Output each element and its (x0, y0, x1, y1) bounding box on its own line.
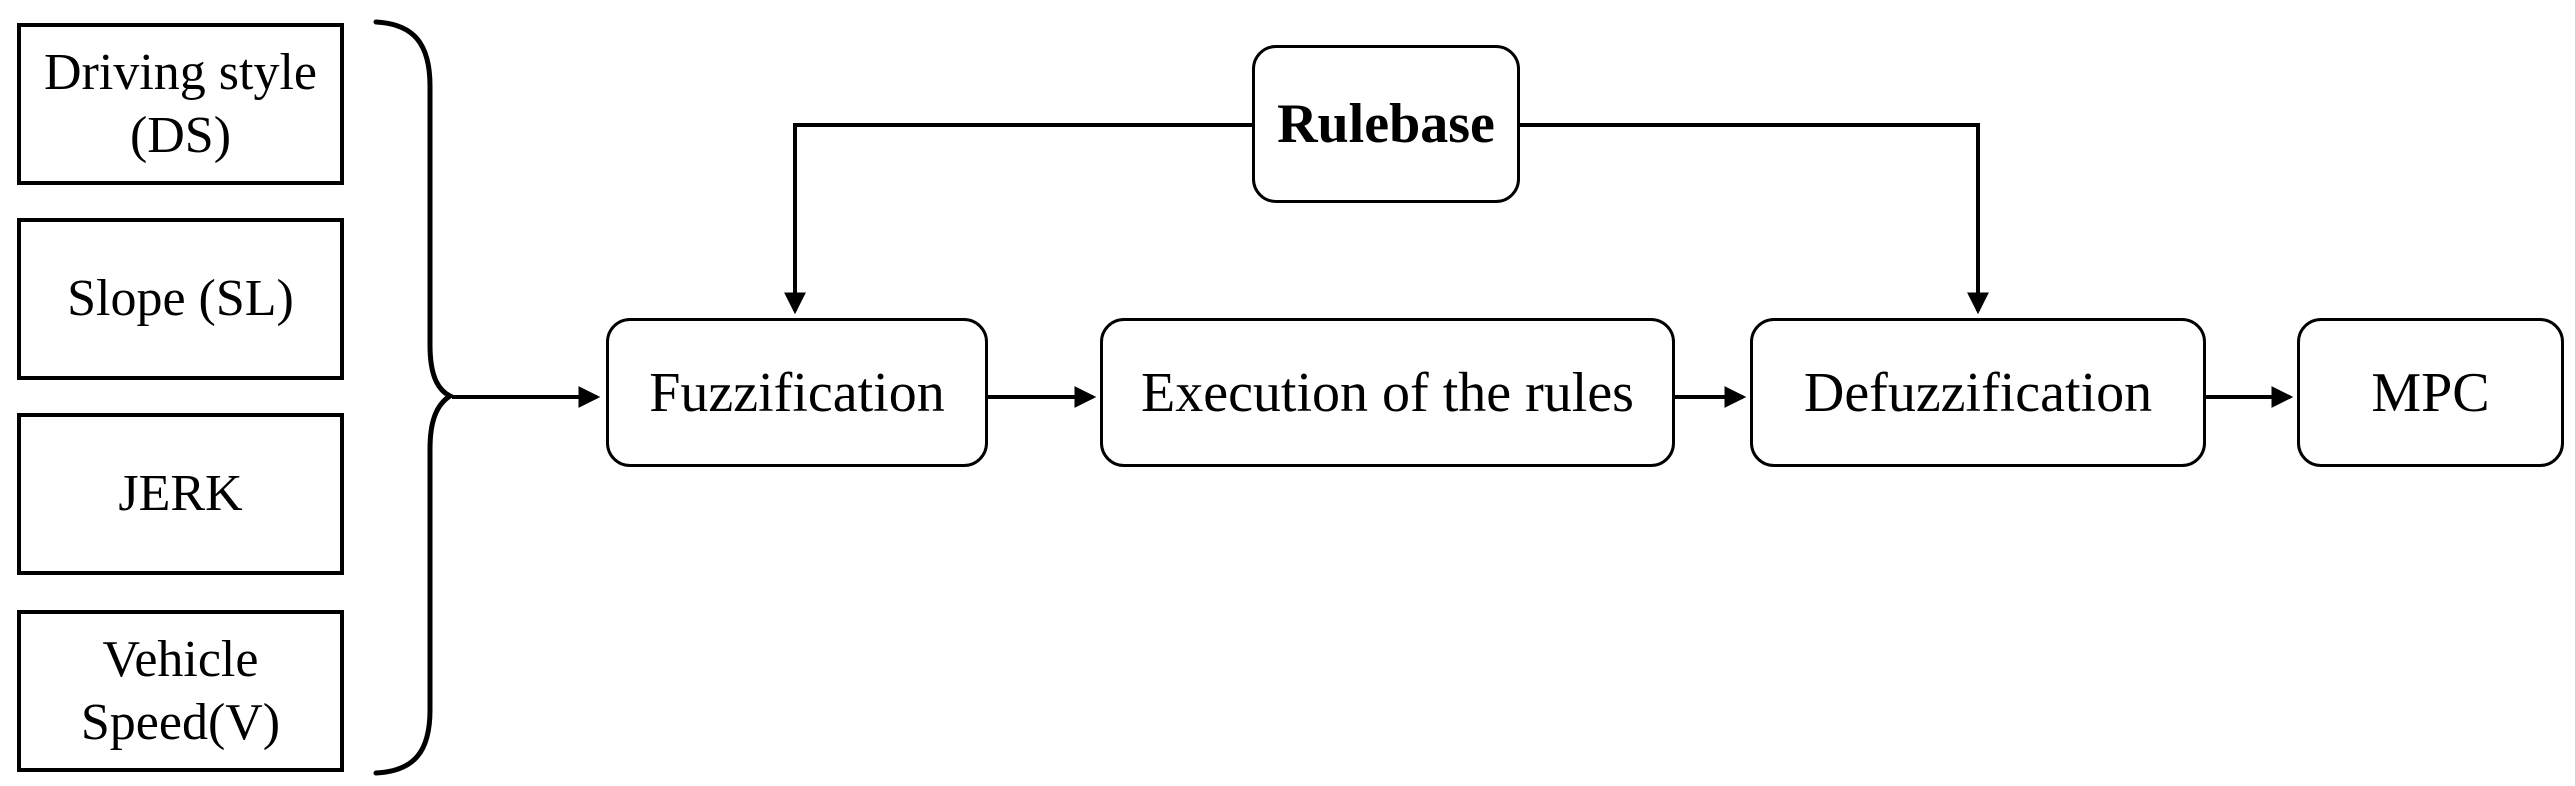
input-box-driving-style: Driving style (DS) (17, 23, 344, 185)
arrow-rulebase-to-defuzzification (1520, 123, 1989, 315)
fuzzification-box: Fuzzification (606, 318, 988, 467)
execution-box: Execution of the rules (1100, 318, 1675, 467)
execution-label: Execution of the rules (1141, 361, 1634, 424)
defuzzification-box: Defuzzification (1750, 318, 2206, 467)
mpc-box: MPC (2297, 318, 2564, 467)
rulebase-box: Rulebase (1252, 45, 1520, 203)
rulebase-label: Rulebase (1277, 93, 1495, 155)
input-box-vehicle-speed: Vehicle Speed(V) (17, 610, 344, 772)
input-label-jerk: JERK (118, 465, 243, 523)
arrow-rulebase-to-fuzzification (784, 123, 1252, 315)
defuzzification-label: Defuzzification (1803, 361, 2153, 424)
input-label-driving-style: Driving style (DS) (44, 43, 317, 164)
input-label-slope: Slope (SL) (67, 270, 294, 328)
fuzzification-label: Fuzzification (649, 361, 945, 424)
mpc-label: MPC (2371, 361, 2490, 424)
input-group-brace (373, 19, 456, 776)
input-label-vehicle-speed: Vehicle Speed(V) (80, 630, 281, 751)
input-box-slope: Slope (SL) (17, 218, 344, 380)
input-box-jerk: JERK (17, 413, 344, 575)
